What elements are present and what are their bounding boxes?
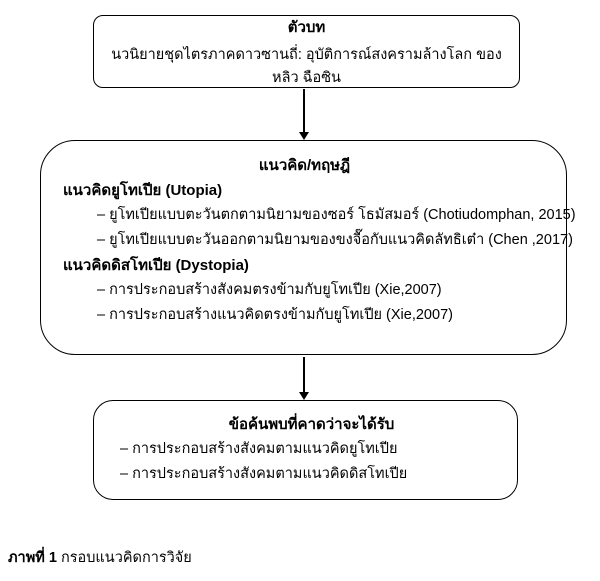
concepts-theory-box: แนวคิด/ทฤษฎี แนวคิดยูโทเปีย (Utopia) – ย… <box>40 140 576 355</box>
arrow-shaft <box>303 357 305 393</box>
arrow-shaft <box>303 89 305 133</box>
arrow-head-icon <box>299 132 309 140</box>
utopia-bullet-1: – ยูโทเปียแบบตะวันตกตามนิยามของซอร์ โธมั… <box>97 207 576 223</box>
expected-findings-title: ข้อค้นพบที่คาดว่าจะได้รับ <box>228 416 395 433</box>
utopia-section-heading: แนวคิดยูโทเปีย (Utopia) <box>63 182 223 199</box>
figure-caption: ภาพที่ 1 กรอบแนวคิดการวิจัย <box>8 546 192 569</box>
text-source-title: ตัวบท <box>287 18 326 36</box>
dystopia-section-heading: แนวคิดดิสโทเปีย (Dystopia) <box>63 257 249 274</box>
expected-findings-bullet-2: – การประกอบสร้างสังคมตามแนวคิดดิสโทเปีย <box>120 466 408 482</box>
expected-findings-box: ข้อค้นพบที่คาดว่าจะได้รับ – การประกอบสร้… <box>93 400 518 500</box>
text-source-subtitle: นวนิยายชุดไตรภาคดาวซานถี่: อุบัติการณ์สง… <box>111 46 502 86</box>
dystopia-bullet-2: – การประกอบสร้างแนวคิดตรงข้ามกับยูโทเปีย… <box>97 307 453 323</box>
text-source-box: ตัวบท นวนิยายชุดไตรภาคดาวซานถี่: อุบัติก… <box>93 15 520 88</box>
expected-findings-bullet-1: – การประกอบสร้างสังคมตามแนวคิดยูโทเปีย <box>120 441 398 457</box>
dystopia-bullet-1: – การประกอบสร้างสังคมตรงข้ามกับยูโทเปีย … <box>97 282 442 298</box>
concepts-theory-title: แนวคิด/ทฤษฎี <box>258 157 351 174</box>
figure-caption-label: ภาพที่ 1 <box>8 550 57 566</box>
utopia-bullet-2: – ยูโทเปียแบบตะวันออกตามนิยามของขงจื๊อกั… <box>97 232 573 248</box>
arrow-head-icon <box>299 392 309 400</box>
figure-caption-text: กรอบแนวคิดการวิจัย <box>56 550 192 566</box>
